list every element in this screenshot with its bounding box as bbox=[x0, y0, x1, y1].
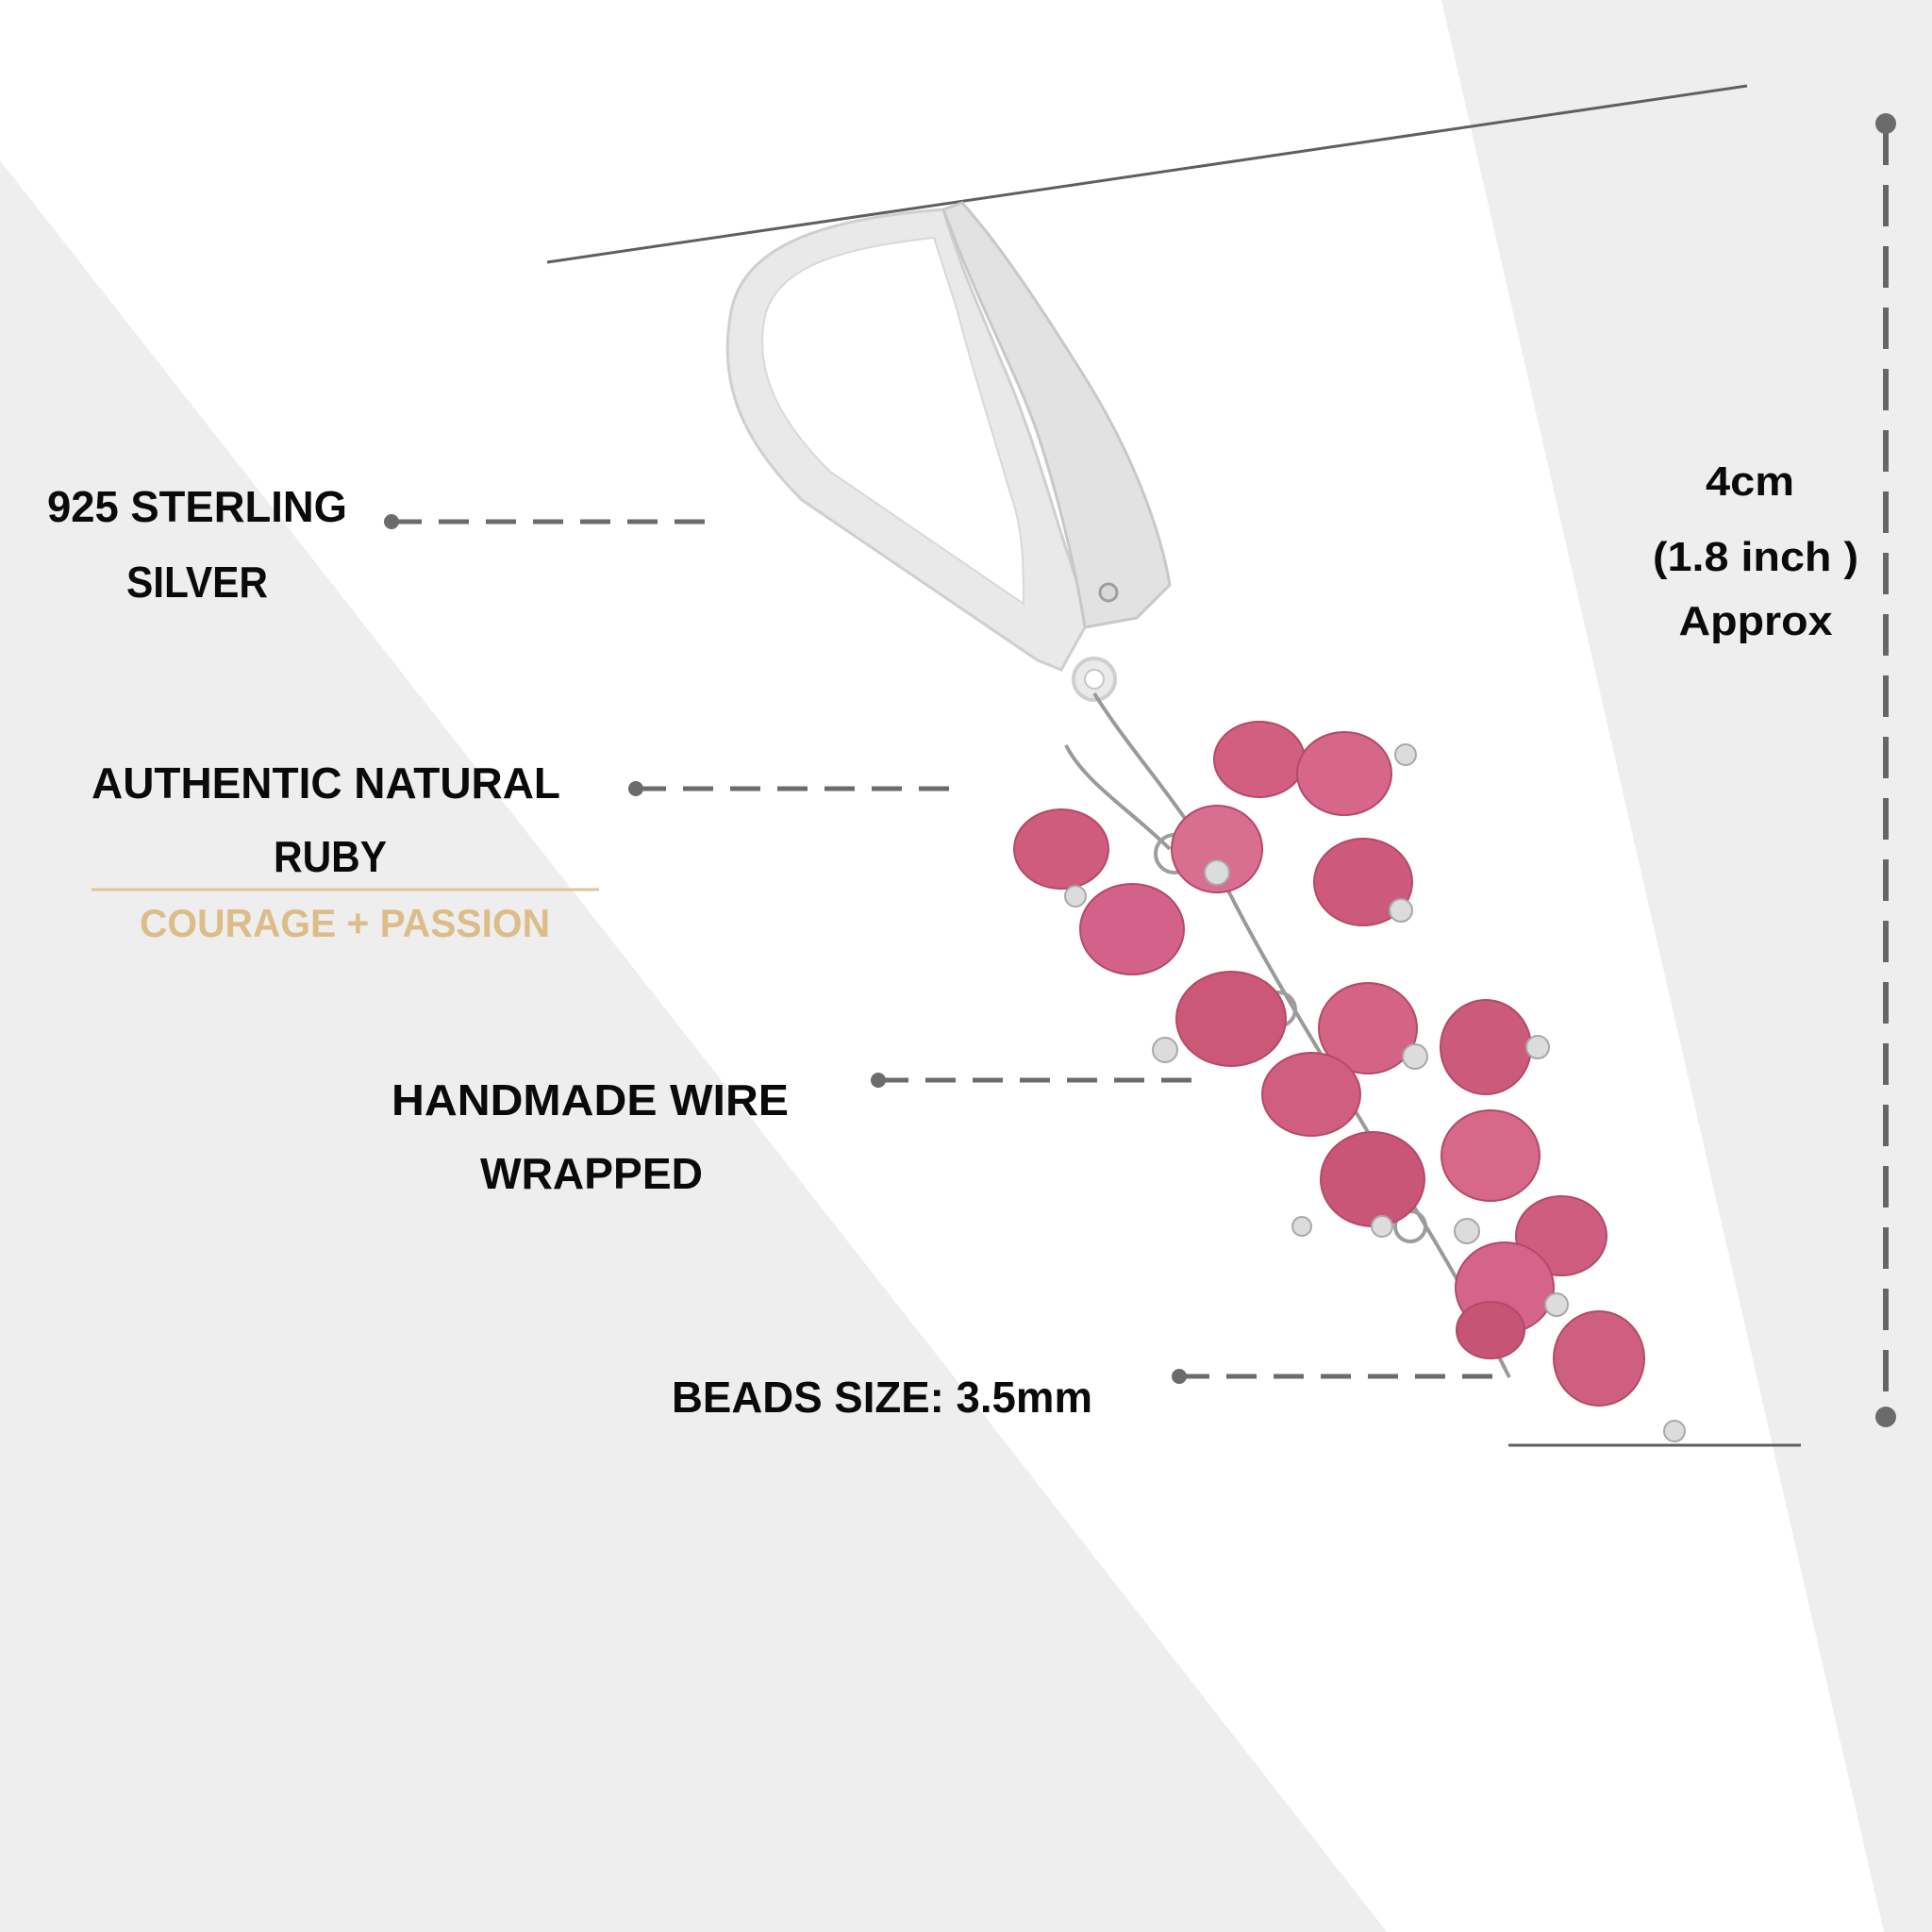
dimension-bottom-dot-icon bbox=[1875, 1407, 1896, 1427]
craft-label-line1: HANDMADE WIRE bbox=[391, 1075, 789, 1124]
material-label-line2: SILVER bbox=[126, 558, 268, 607]
length-metric: 4cm bbox=[1706, 458, 1794, 505]
length-imperial: (1.8 inch ) bbox=[1653, 534, 1858, 580]
bead-size-label: BEADS SIZE: 3.5mm bbox=[672, 1373, 1092, 1422]
callout-gemstone: AUTHENTIC NATURAL RUBY COURAGE + PASSION bbox=[92, 758, 951, 945]
callout-craft: HANDMADE WIRE WRAPPED bbox=[391, 1073, 1195, 1198]
silver-headpins bbox=[1064, 743, 1686, 1442]
craft-label-line2: WRAPPED bbox=[480, 1149, 703, 1198]
lever-back-hook bbox=[725, 201, 1172, 702]
callout-bead-size: BEADS SIZE: 3.5mm bbox=[672, 1369, 1493, 1422]
gemstone-label-line2: RUBY bbox=[274, 832, 387, 881]
length-qualifier: Approx bbox=[1679, 598, 1834, 644]
left-gray-panel bbox=[0, 160, 1387, 1932]
gemstone-meaning-subtitle: COURAGE + PASSION bbox=[140, 901, 550, 945]
top-measure-line bbox=[546, 84, 1748, 264]
gemstone-label-line1: AUTHENTIC NATURAL bbox=[92, 758, 560, 808]
dimension-label: 4cm (1.8 inch ) Approx bbox=[1653, 458, 1858, 644]
material-label-line1: 925 STERLING bbox=[47, 482, 347, 531]
callout-material: 925 STERLING SILVER bbox=[47, 482, 708, 607]
earring-image bbox=[725, 201, 1686, 1442]
dimension-top-dot-icon bbox=[1875, 113, 1896, 134]
right-gray-panel bbox=[1441, 0, 1932, 1932]
ruby-bead-cluster bbox=[1013, 721, 1645, 1407]
